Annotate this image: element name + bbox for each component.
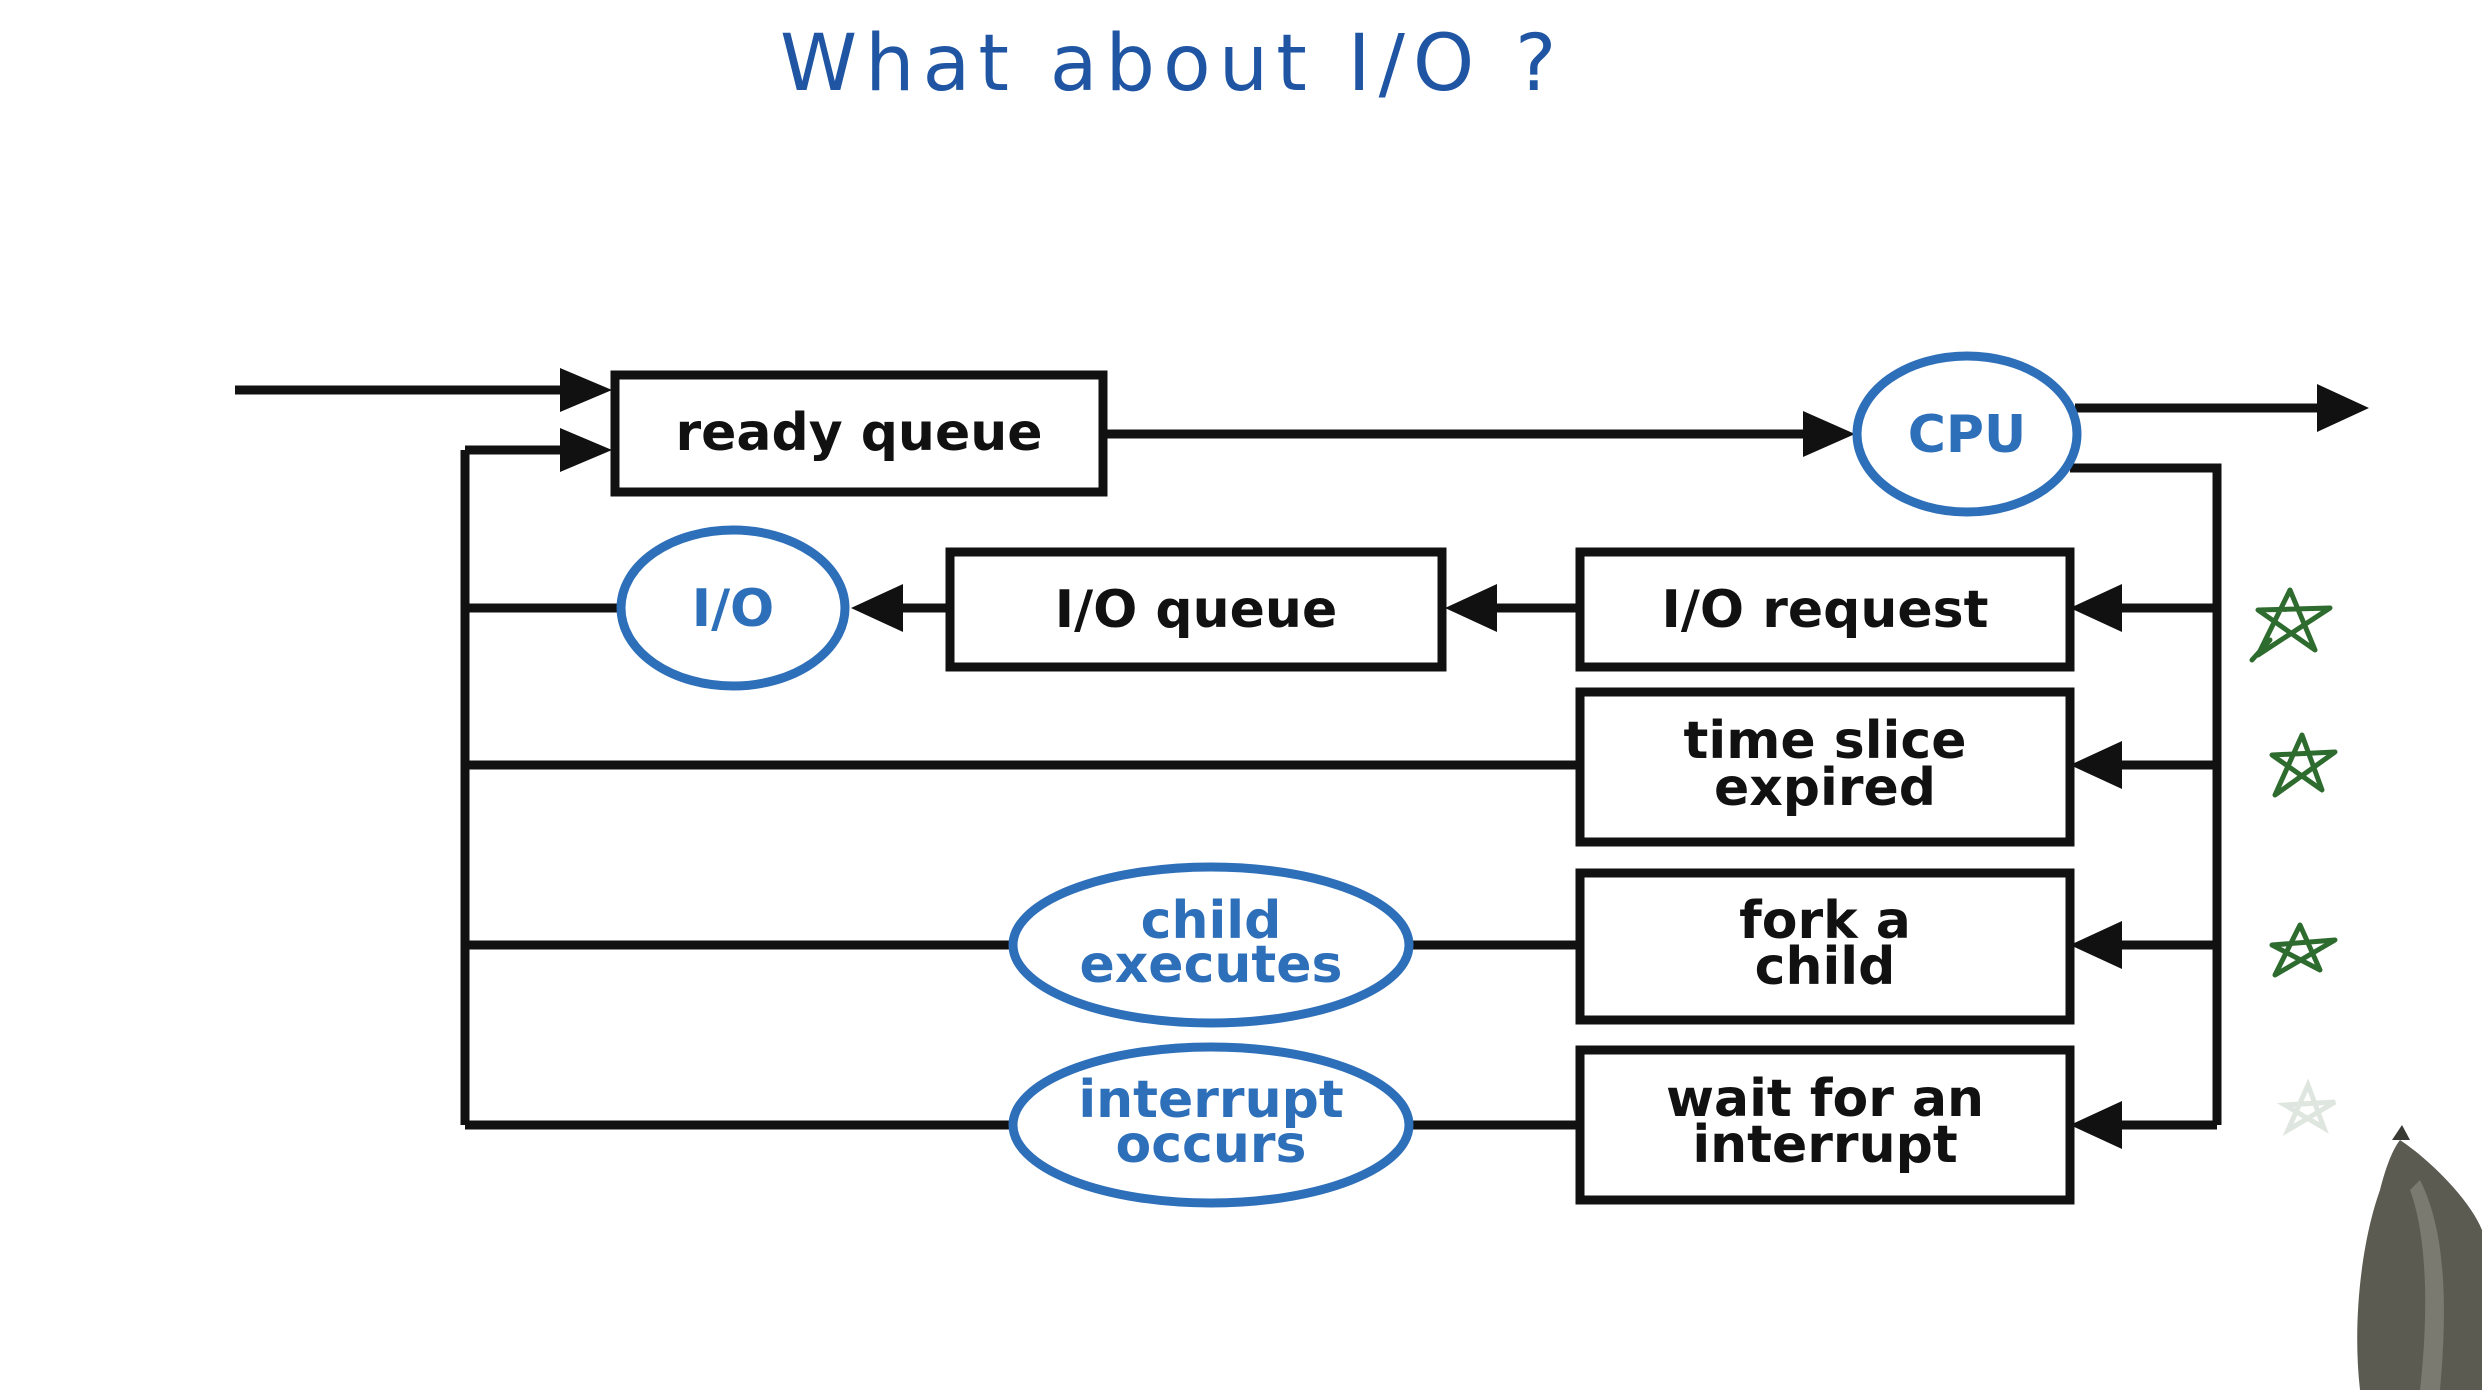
child-executes-node: child executes bbox=[1008, 862, 1414, 1028]
io-request-box: I/O request bbox=[1575, 547, 2075, 672]
fork-child-box: fork a child bbox=[1575, 868, 2075, 1025]
wait-label-line1: wait for an bbox=[1666, 1069, 1984, 1129]
io-node: I/O bbox=[616, 525, 850, 691]
star-mark-icon bbox=[2276, 1078, 2337, 1137]
interrupt-occurs-node: interrupt occurs bbox=[1008, 1042, 1414, 1208]
wait-interrupt-box: wait for an interrupt bbox=[1575, 1045, 2075, 1205]
io-request-label: I/O request bbox=[1662, 580, 1989, 640]
arrowhead-io-request bbox=[2070, 584, 2122, 632]
star-mark-icon bbox=[2269, 732, 2338, 798]
io-queue-box: I/O queue bbox=[945, 547, 1447, 672]
time-slice-label-line1: time slice bbox=[1684, 711, 1967, 771]
cpu-node: CPU bbox=[1852, 351, 2082, 517]
io-label: I/O bbox=[692, 579, 775, 639]
arrowhead-entry bbox=[560, 368, 612, 412]
cpu-label: CPU bbox=[1908, 405, 2027, 465]
io-queue-label: I/O queue bbox=[1055, 580, 1337, 640]
child-executes-line2: executes bbox=[1080, 935, 1343, 995]
arrowhead-to-cpu bbox=[1803, 411, 1855, 457]
fork-label-line1: fork a bbox=[1739, 891, 1911, 951]
arrowhead-wait bbox=[2070, 1101, 2122, 1149]
wait-label-line2: interrupt bbox=[1692, 1115, 1957, 1175]
time-slice-label-line2: expired bbox=[1714, 758, 1936, 818]
arrowhead-io-queue bbox=[1445, 584, 1497, 632]
arrowhead-return bbox=[560, 428, 612, 472]
arrowhead-io bbox=[851, 584, 903, 632]
arrowhead-fork bbox=[2070, 921, 2122, 969]
interrupt-occurs-line2: occurs bbox=[1116, 1115, 1307, 1175]
ready-queue-label: ready queue bbox=[675, 403, 1042, 463]
stylus-pen-icon bbox=[2357, 1125, 2482, 1390]
time-slice-box: time slice expired bbox=[1575, 687, 2075, 847]
star-mark-icon bbox=[2269, 922, 2338, 978]
slide-title: What about I/O ? bbox=[780, 19, 1564, 109]
arrowhead-exit bbox=[2317, 384, 2369, 432]
child-executes-line1: child bbox=[1141, 891, 1282, 951]
star-mark-icon bbox=[2249, 587, 2333, 663]
cpu-branch-vertical-line bbox=[2070, 463, 2222, 1125]
ready-queue-box: ready queue bbox=[610, 370, 1108, 497]
fork-label-line2: child bbox=[1755, 937, 1896, 997]
interrupt-occurs-line1: interrupt bbox=[1078, 1070, 1343, 1130]
arrowhead-time-slice bbox=[2070, 741, 2122, 789]
